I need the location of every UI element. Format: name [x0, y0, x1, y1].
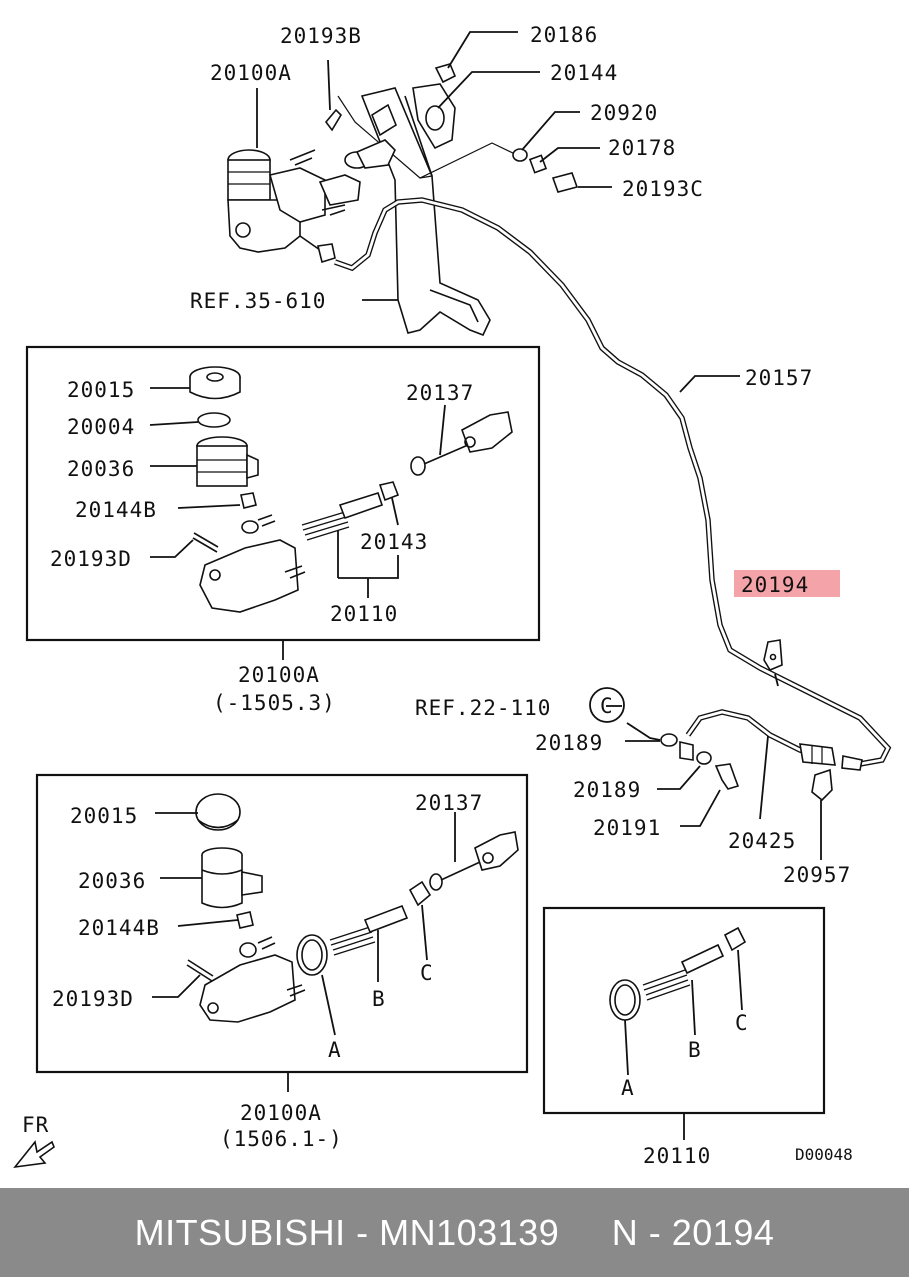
footer-ref-number: 20194 [671, 1212, 775, 1253]
label-circle-c: C [600, 694, 614, 718]
small-parts-top [412, 63, 579, 193]
box3-parts [609, 926, 747, 1021]
label-20189-b: 20189 [573, 778, 641, 802]
box2-label-20036: 20036 [78, 869, 146, 893]
box1-label-20143: 20143 [360, 530, 428, 554]
box3-label-A: A [621, 1076, 635, 1100]
box1-label-20004: 20004 [67, 415, 135, 439]
footer-part-number: MN103139 [379, 1212, 560, 1253]
box3-label-C: C [735, 1011, 749, 1035]
box2-label-C: C [420, 961, 434, 985]
label-20100A-top: 20100A [210, 61, 292, 85]
box1-parts [189, 366, 513, 613]
box2-label-20137: 20137 [415, 791, 483, 815]
label-20178: 20178 [608, 136, 676, 160]
box3-assembly-label: 20110 [643, 1144, 711, 1168]
flexible-hose-20425 [660, 709, 863, 802]
circle-c-marker [589, 687, 625, 723]
highlight-20194 [734, 570, 840, 597]
front-direction-arrow: FR [13, 1113, 55, 1169]
label-20157: 20157 [745, 366, 813, 390]
footer-n: N [611, 1212, 639, 1253]
label-20194: 20194 [741, 573, 809, 597]
pipe-clamp-20194 [763, 639, 783, 687]
box2-label-20193D: 20193D [52, 987, 134, 1011]
detail-box-2 [35, 773, 529, 1074]
box1-range-label: (-1505.3) [213, 691, 336, 715]
footer-bar: MITSUBISHI - MN103139 N - 20194 [0, 1188, 909, 1277]
label-20193B: 20193B [280, 24, 362, 48]
box2-label-20144B: 20144B [78, 916, 160, 940]
footer-brand: MITSUBISHI [134, 1212, 346, 1253]
footer-caption: MITSUBISHI - MN103139 N - 20194 [0, 1212, 909, 1254]
box2-label-B: B [372, 987, 386, 1011]
box1-label-20137: 20137 [406, 381, 474, 405]
label-ref-35-610: REF.35-610 [190, 289, 326, 313]
label-20144: 20144 [550, 61, 618, 85]
box2-range-label: (1506.1-) [220, 1127, 343, 1151]
detail-box-3 [542, 906, 826, 1115]
clutch-pedal-drawing [360, 87, 491, 337]
diagram-code: D00048 [795, 1145, 853, 1164]
label-20191: 20191 [593, 816, 661, 840]
box2-label-20015: 20015 [70, 804, 138, 828]
box1-label-20015: 20015 [67, 378, 135, 402]
label-20425: 20425 [728, 829, 796, 853]
box1-label-20110: 20110 [330, 602, 398, 626]
pedal-bracket-lines [337, 95, 518, 179]
label-20189-a: 20189 [535, 731, 603, 755]
box1-label-20036: 20036 [67, 457, 135, 481]
label-20193C: 20193C [622, 177, 704, 201]
box1-label-20193D: 20193D [50, 547, 132, 571]
top-leaders [256, 31, 822, 860]
box1-leaders [149, 387, 446, 660]
box1-label-20144B: 20144B [75, 498, 157, 522]
label-20186: 20186 [530, 23, 598, 47]
footer-gap [559, 1212, 612, 1253]
parts-diagram: 20193B 20186 20100A 20144 20920 20178 20… [13, 23, 892, 1169]
box2-parts [186, 793, 519, 1023]
label-20920: 20920 [590, 101, 658, 125]
hydraulic-pipe-20157 [334, 197, 892, 767]
box2-assembly-label: 20100A [240, 1101, 322, 1125]
master-cylinder-top [227, 108, 396, 264]
footer-sep-2: - [638, 1212, 672, 1253]
label-ref-22-110: REF.22-110 [415, 696, 551, 720]
box1-assembly-label: 20100A [238, 663, 320, 687]
label-20957: 20957 [783, 863, 851, 887]
box2-leaders [152, 812, 456, 1092]
box2-label-A: A [328, 1038, 342, 1062]
fr-label: FR [22, 1113, 49, 1137]
footer-sep-1: - [345, 1212, 380, 1253]
box3-label-B: B [688, 1038, 702, 1062]
box3-leaders [624, 949, 743, 1140]
